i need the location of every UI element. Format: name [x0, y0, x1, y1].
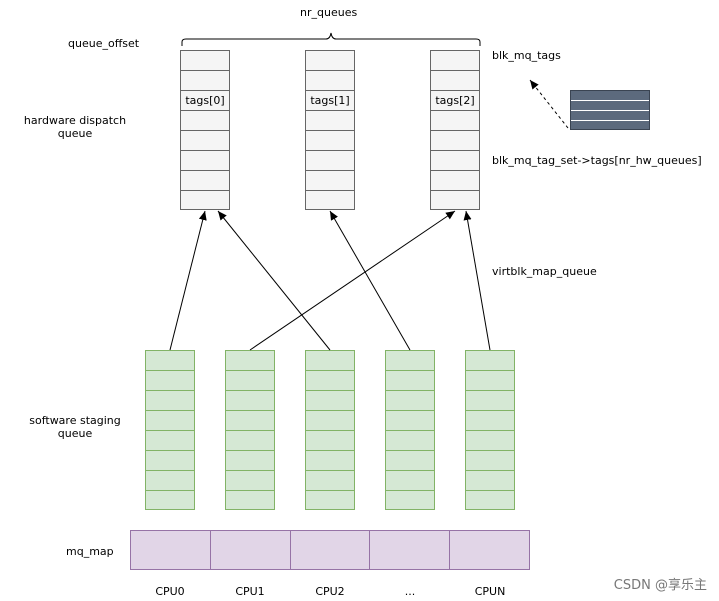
blk-mq-tags-block [570, 90, 650, 130]
nr-queues-label: nr_queues [300, 6, 358, 19]
software-staging-queue-label: software staging queue [29, 414, 121, 440]
software-queue-2 [305, 350, 355, 510]
tags-dashed-arrow [529, 79, 569, 129]
blk-mq-tag-set-label: blk_mq_tag_set->tags[nr_hw_queues] [492, 154, 702, 167]
blk-mq-tags-label: blk_mq_tags [492, 49, 561, 62]
software-queue-0 [145, 350, 195, 510]
map-arrow [329, 210, 411, 351]
hardware-dispatch-queue-label: hardware dispatch queue [23, 114, 127, 140]
virtblk-map-queue-label: virtblk_map_queue [492, 265, 597, 278]
mq-map-cell [291, 531, 371, 569]
cpu-label: ... [404, 585, 416, 598]
hardware-queue-1: tags[1] [305, 50, 355, 210]
software-queue-3 [385, 350, 435, 510]
map-arrow [217, 210, 331, 351]
nr-queues-brace [181, 32, 481, 46]
map-arrow [463, 210, 491, 351]
hw-queue-tag: tags[2] [431, 91, 479, 111]
cpu-label: CPU2 [315, 585, 345, 598]
watermark: CSDN @享乐主 [613, 578, 707, 593]
software-queue-1 [225, 350, 275, 510]
mq-map-cell [131, 531, 211, 569]
map-arrow [169, 210, 207, 351]
mq-map-array [130, 530, 530, 570]
hw-queue-tag: tags[0] [181, 91, 229, 111]
hardware-queue-2: tags[2] [430, 50, 480, 210]
queue-offset-label: queue_offset [68, 37, 140, 50]
hw-queue-tag: tags[1] [306, 91, 354, 111]
map-arrow [249, 210, 456, 351]
cpu-label: CPU0 [155, 585, 185, 598]
mq-map-cell [370, 531, 451, 569]
mq-map-cell [211, 531, 291, 569]
cpu-label: CPU1 [235, 585, 265, 598]
hardware-queue-0: tags[0] [180, 50, 230, 210]
mq-map-label: mq_map [66, 545, 114, 558]
cpu-label: CPUN [474, 585, 506, 598]
software-queue-4 [465, 350, 515, 510]
